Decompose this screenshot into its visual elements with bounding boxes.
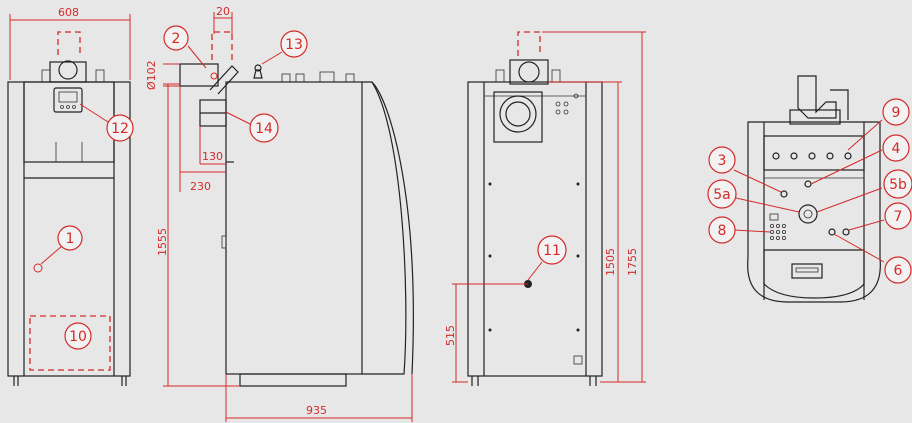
dim-width-front: 608: [58, 6, 79, 19]
callout-7: 7: [894, 209, 903, 225]
callout-13: 13: [285, 37, 303, 53]
dim-height-1755: 1755: [626, 248, 639, 276]
callout-6: 6: [894, 263, 903, 279]
callout-3: 3: [718, 153, 727, 169]
dim-height-515: 515: [444, 325, 457, 346]
dim-flue-diameter: Ø102: [145, 60, 158, 90]
dim-depth-935: 935: [306, 404, 327, 417]
rear-view: 11 515 1505 1755: [444, 31, 646, 386]
dim-130: 130: [202, 150, 223, 163]
callout-1: 1: [66, 231, 75, 247]
callout-11: 11: [543, 243, 561, 259]
dim-230: 230: [190, 180, 211, 193]
callout-5b: 5b: [889, 177, 907, 193]
dim-flue-offset: 20: [216, 5, 230, 18]
callout-12: 12: [111, 121, 129, 137]
dim-height-1505: 1505: [604, 248, 617, 276]
dim-height-1555: 1555: [156, 228, 169, 256]
callout-2: 2: [172, 31, 181, 47]
callout-10: 10: [69, 329, 87, 345]
front-view: 608 1 10 12: [7, 6, 134, 386]
callout-8: 8: [718, 223, 727, 239]
callout-5a: 5a: [713, 187, 731, 203]
connections-view: 9 4 3 5a 5b 7 6 8: [707, 75, 912, 303]
callout-9: 9: [892, 105, 901, 121]
side-view: 20 Ø102 13 14: [145, 5, 414, 422]
callout-14: 14: [255, 121, 273, 137]
callout-4: 4: [892, 141, 901, 157]
